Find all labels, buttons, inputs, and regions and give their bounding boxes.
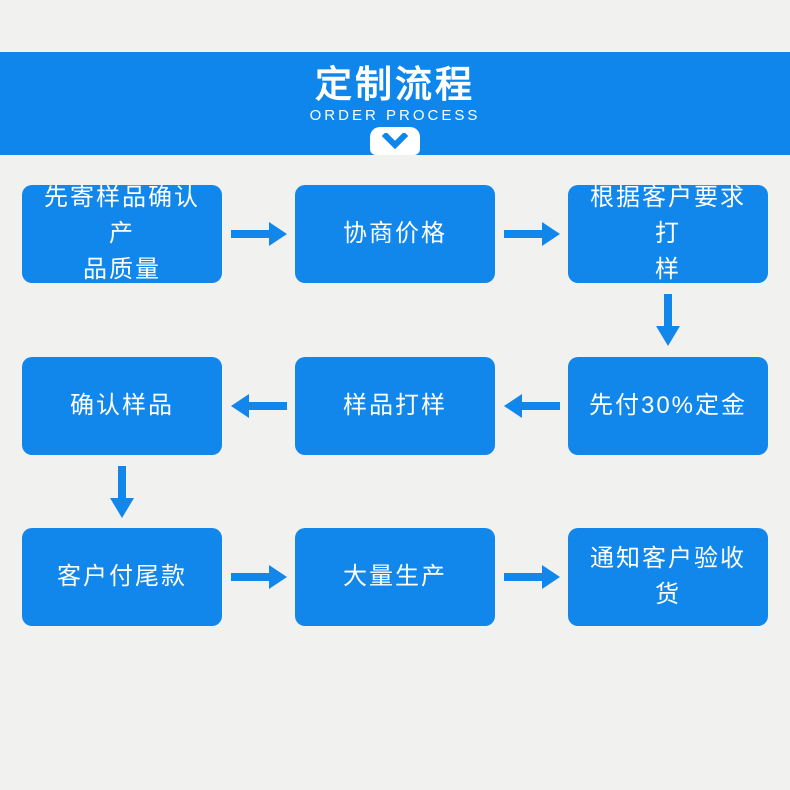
step-box-make-sample-per-request: 根据客户要求打 样 xyxy=(568,184,768,283)
header-banner: 定制流程 ORDER PROCESS xyxy=(0,52,790,155)
flow-grid: 先寄样品确认产 品质量 协商价格 根据客户要求打 样 确认样品 样品打样 xyxy=(0,155,790,626)
arrow-down-icon xyxy=(568,283,768,357)
step-box-send-sample: 先寄样品确认产 品质量 xyxy=(22,184,222,283)
step-box-confirm-sample: 确认样品 xyxy=(22,357,222,455)
arrow-right-icon xyxy=(222,528,295,626)
page-title: 定制流程 xyxy=(315,64,475,105)
arrow-down-icon xyxy=(22,455,222,528)
step-box-notify-inspection: 通知客户验收货 xyxy=(568,528,768,626)
arrow-left-icon xyxy=(222,357,295,455)
step-box-pay-deposit: 先付30%定金 xyxy=(568,357,768,455)
arrow-right-icon xyxy=(495,185,568,283)
arrow-right-icon xyxy=(495,528,568,626)
step-box-negotiate-price: 协商价格 xyxy=(295,185,495,283)
page-subtitle: ORDER PROCESS xyxy=(309,107,481,124)
arrow-left-icon xyxy=(495,357,568,455)
step-box-pay-balance: 客户付尾款 xyxy=(22,528,222,626)
step-box-sample-proofing: 样品打样 xyxy=(295,357,495,455)
chevron-tab xyxy=(370,127,420,155)
step-box-mass-production: 大量生产 xyxy=(295,528,495,626)
arrow-right-icon xyxy=(222,185,295,283)
chevron-down-icon xyxy=(382,133,408,149)
